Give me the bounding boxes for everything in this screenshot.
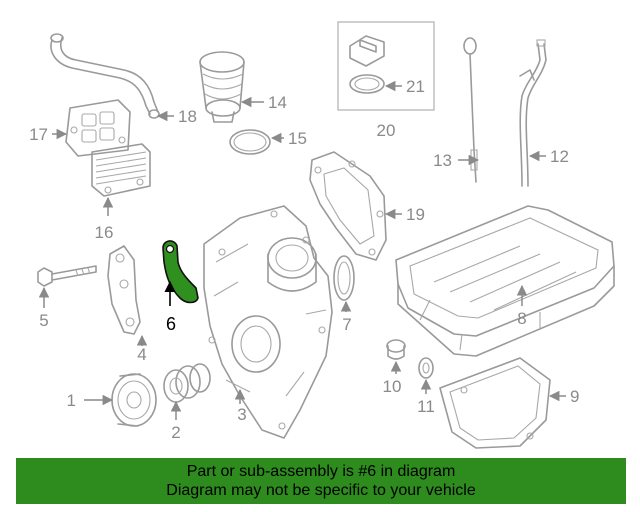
- part-3-timing-cover: [203, 205, 333, 439]
- callout-7: 7: [342, 315, 351, 334]
- part-1-pulley: [111, 373, 157, 427]
- callout-15: 15: [288, 129, 307, 148]
- callout-9: 9: [570, 387, 579, 406]
- part-12-dipstick-tube: [519, 39, 547, 187]
- part-17-gasket: [65, 99, 131, 157]
- callout-11: 11: [417, 397, 435, 416]
- banner-line-2: Diagram may not be specific to your vehi…: [166, 482, 476, 499]
- part-6-highlighted: [162, 240, 199, 304]
- callout-leaders: [38, 80, 566, 420]
- callout-6: 6: [166, 314, 176, 334]
- part-4-bracket: [107, 245, 141, 335]
- callout-14: 14: [268, 93, 287, 112]
- callout-17: 17: [29, 125, 48, 144]
- part-14-filter-housing: [199, 51, 245, 123]
- callout-8: 8: [517, 309, 526, 328]
- callout-4: 4: [137, 345, 146, 364]
- part-19-gasket: [309, 151, 387, 261]
- callout-1: 1: [67, 391, 76, 410]
- part-11-washer: [418, 357, 434, 379]
- callout-10: 10: [383, 377, 402, 396]
- callout-21: 21: [406, 77, 425, 96]
- part-16-oil-cooler: [91, 143, 151, 197]
- callout-5: 5: [39, 311, 48, 330]
- callout-19: 19: [406, 205, 425, 224]
- part-7-seal: [333, 255, 355, 301]
- banner-line-1: Part or sub-assembly is #6 in diagram: [186, 463, 456, 480]
- part-10-drain-plug: [386, 339, 406, 360]
- callout-12: 12: [550, 147, 569, 166]
- callout-13: 13: [433, 151, 452, 170]
- part-5-bolt: [37, 265, 97, 287]
- callout-16: 16: [95, 223, 114, 242]
- part-15-o-ring: [229, 129, 271, 155]
- callout-18: 18: [178, 107, 197, 126]
- callout-3: 3: [237, 405, 246, 424]
- part-9-lower-oil-pan: [439, 357, 551, 449]
- part-2-damper: [163, 363, 211, 403]
- info-banner: Part or sub-assembly is #6 in diagram Di…: [16, 458, 626, 504]
- part-18-breather-hose: [50, 33, 160, 119]
- callout-20: 20: [377, 121, 396, 140]
- part-8-upper-oil-pan: [395, 205, 615, 357]
- callout-2: 2: [171, 423, 180, 442]
- part-20-filler-cap-kit: [337, 21, 435, 111]
- parts-diagram: 1 2 3 4 5 6 7 8 9 10 11 12 13 14 15 16 1…: [29, 21, 615, 449]
